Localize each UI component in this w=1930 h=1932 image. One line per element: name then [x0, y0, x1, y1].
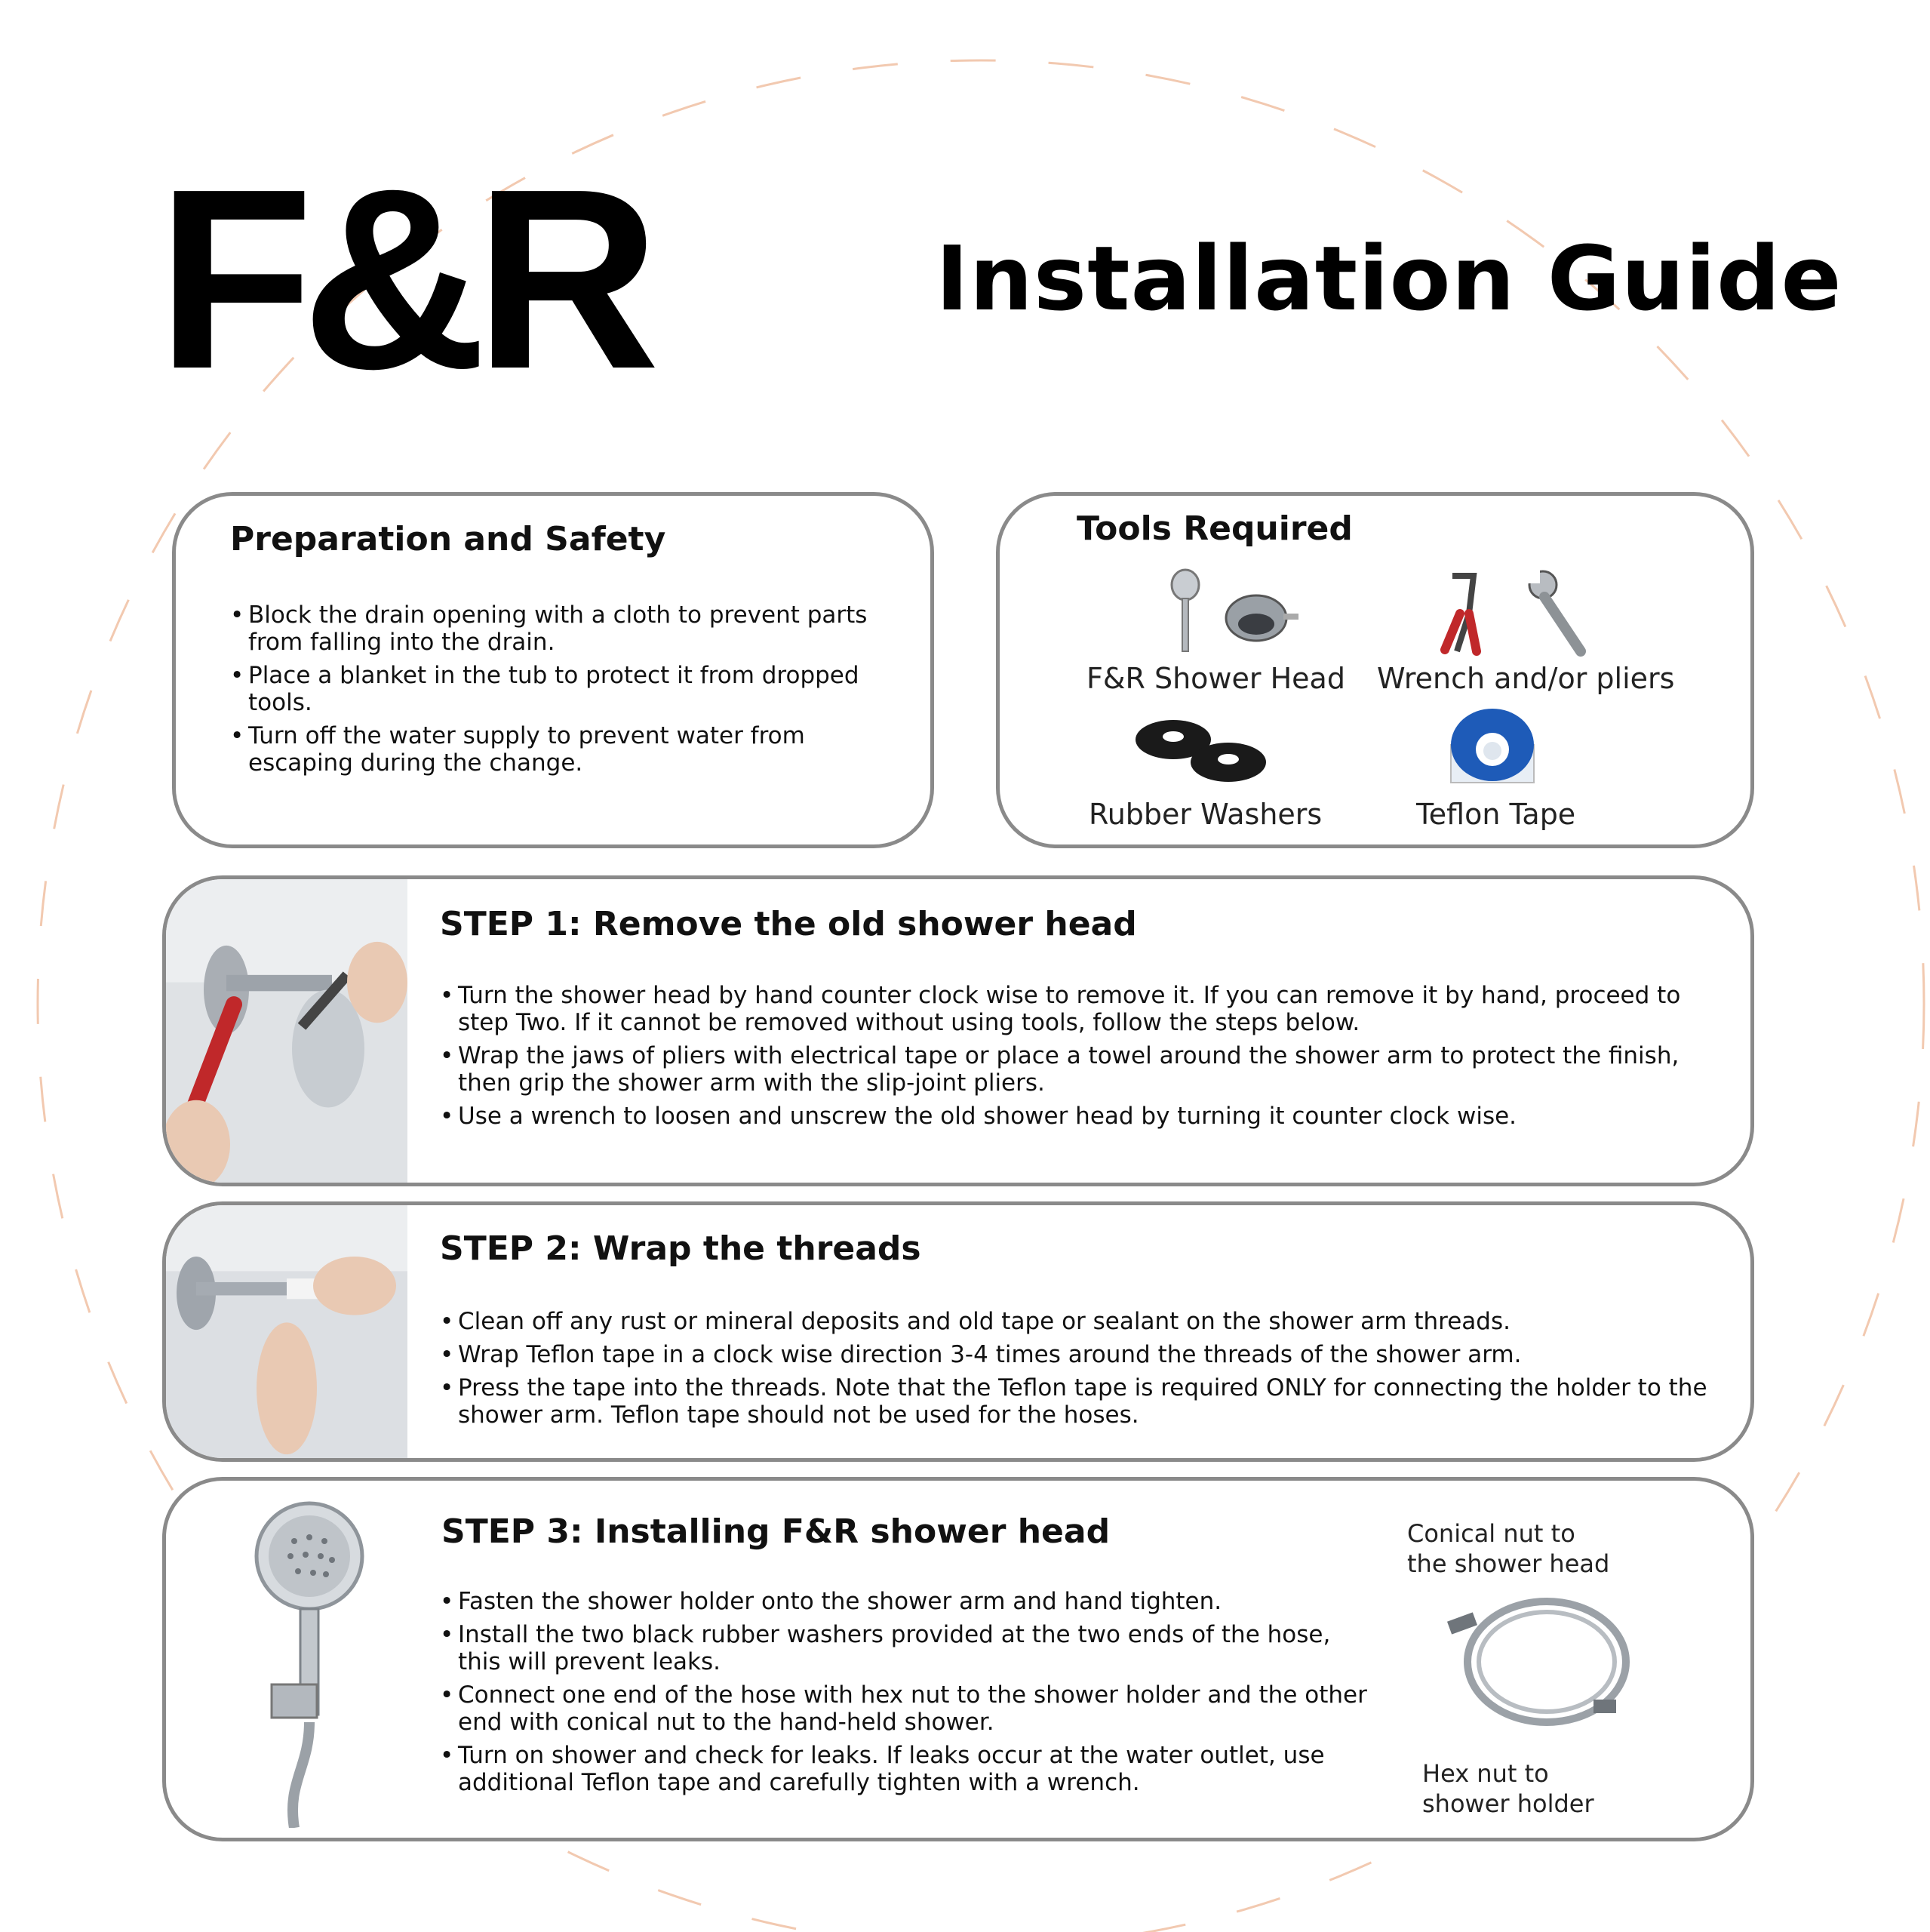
preparation-heading: Preparation and Safety	[230, 520, 666, 558]
step-3-card: STEP 3: Installing F&R shower head Faste…	[162, 1477, 1754, 1841]
step-2-card: STEP 2: Wrap the threads Clean off any r…	[162, 1201, 1754, 1462]
tool-label-shower-head: F&R Shower Head	[1086, 662, 1345, 695]
teflon-tape-icon	[1450, 709, 1535, 783]
list-item: Turn on shower and check for leaks. If l…	[440, 1742, 1375, 1796]
list-item: Block the drain opening with a cloth to …	[230, 601, 894, 656]
tool-label-teflon-tape: Teflon Tape	[1416, 798, 1576, 831]
list-item: Turn off the water supply to prevent wat…	[230, 722, 894, 777]
step-1-heading: STEP 1: Remove the old shower head	[440, 905, 1137, 943]
tools-heading: Tools Required	[1077, 509, 1353, 548]
step-2-heading: STEP 2: Wrap the threads	[440, 1229, 921, 1268]
conical-nut-label: Conical nut to the shower head	[1407, 1519, 1610, 1578]
list-item: Wrap the jaws of pliers with electrical …	[440, 1042, 1715, 1097]
list-item: Fasten the shower holder onto the shower…	[440, 1588, 1375, 1615]
brand-logo: F&R	[157, 136, 660, 423]
list-item: Use a wrench to loosen and unscrew the o…	[440, 1103, 1715, 1130]
list-item: Place a blanket in the tub to protect it…	[230, 662, 894, 716]
tool-label-wrench-pliers: Wrench and/or pliers	[1377, 662, 1675, 695]
step-1-card: STEP 1: Remove the old shower head Turn …	[162, 875, 1754, 1186]
tool-label-rubber-washers: Rubber Washers	[1089, 798, 1323, 831]
hose-icon	[1447, 1598, 1630, 1726]
list-item: Connect one end of the hose with hex nut…	[440, 1681, 1375, 1736]
tools-card: Tools Required F&R Shower Head Wrench an…	[996, 492, 1754, 848]
page-title: Installation Guide	[936, 226, 1842, 331]
step-3-heading: STEP 3: Installing F&R shower head	[441, 1512, 1111, 1551]
step-1-photo	[166, 879, 407, 1183]
list-item: Press the tape into the threads. Note th…	[440, 1374, 1715, 1429]
list-item: Turn the shower head by hand counter clo…	[440, 982, 1715, 1036]
step-3-list: Fasten the shower holder onto the shower…	[440, 1588, 1375, 1802]
preparation-card: Preparation and Safety Block the drain o…	[172, 492, 934, 848]
wrench-pliers-icon	[1440, 570, 1586, 657]
hand-shower-image	[254, 1501, 364, 1828]
rubber-washers-icon	[1136, 720, 1266, 782]
shower-head-icon	[1170, 568, 1298, 652]
step-1-list: Turn the shower head by hand counter clo…	[440, 982, 1715, 1136]
list-item: Install the two black rubber washers pro…	[440, 1621, 1375, 1675]
hex-nut-label: Hex nut to shower holder	[1422, 1759, 1594, 1818]
list-item: Clean off any rust or mineral deposits a…	[440, 1308, 1715, 1335]
step-2-list: Clean off any rust or mineral deposits a…	[440, 1308, 1715, 1435]
list-item: Wrap Teflon tape in a clock wise directi…	[440, 1341, 1715, 1368]
step-2-photo	[166, 1205, 407, 1458]
preparation-list: Block the drain opening with a cloth to …	[230, 601, 894, 783]
